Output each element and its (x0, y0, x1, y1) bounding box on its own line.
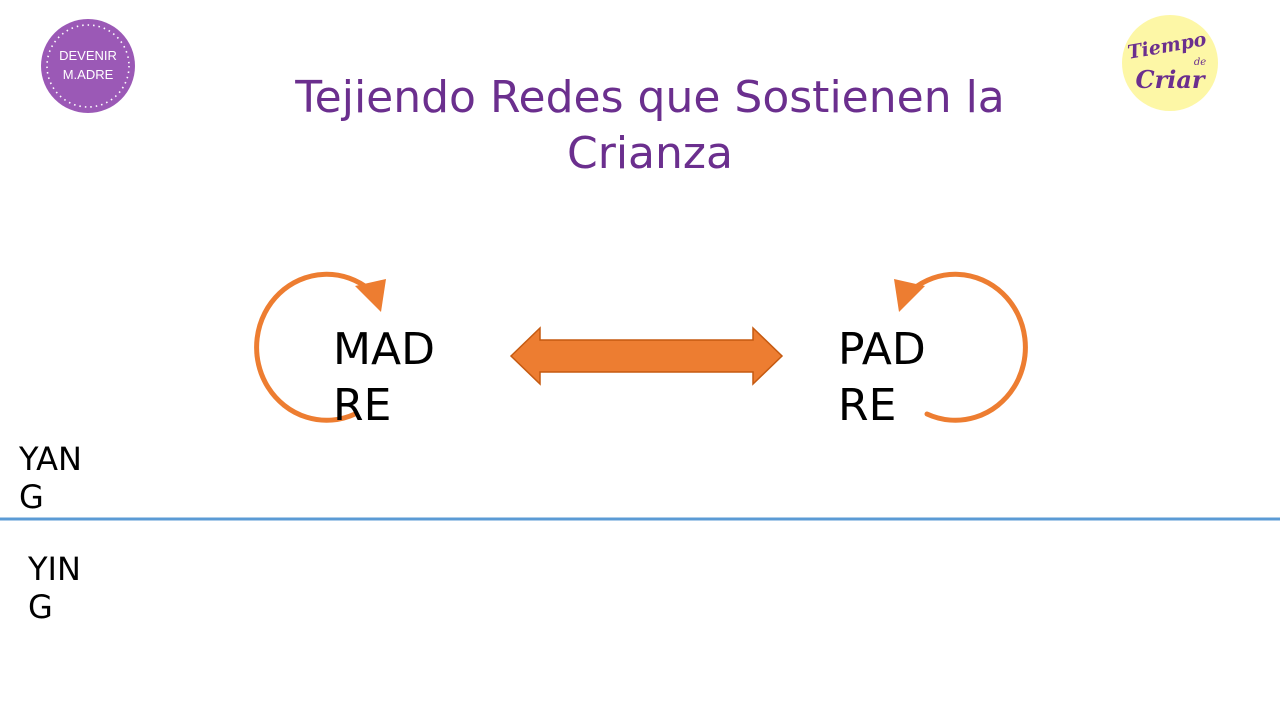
logo-circle (1122, 15, 1218, 111)
tiempo-de-criar-logo: Tiempo de Criar (1122, 15, 1218, 111)
logo-line-1: DEVENIR (59, 48, 117, 63)
padre-label: PADRE (838, 324, 926, 431)
logo-dotted-ring (46, 24, 130, 108)
madre-label: MADRE (333, 324, 435, 431)
double-headed-arrow (509, 326, 784, 386)
logo-word-3: Criar (1135, 65, 1206, 94)
logo-line-2: M.ADRE (63, 67, 114, 82)
devenir-madre-logo: DEVENIR M.ADRE (41, 19, 135, 113)
logo-word-2: de (1194, 57, 1206, 68)
yang-label: YANG (19, 440, 82, 516)
ying-label: YING (28, 550, 81, 626)
logo-circle (41, 19, 135, 113)
slide-title: Tejiendo Redes que Sostienen la Crianza (295, 72, 1005, 179)
